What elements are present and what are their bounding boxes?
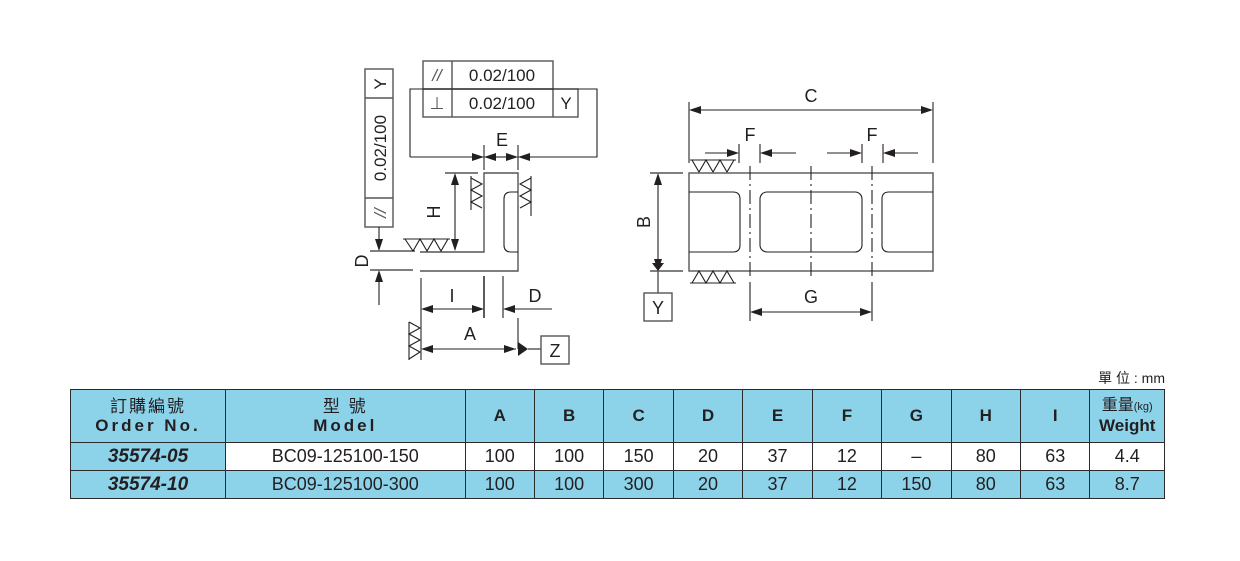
unit-label: 單 位 : mm	[1098, 370, 1165, 386]
technical-drawing: // 0.02/100 ⊥ 0.02/100 Y E Y 0.02/100	[352, 60, 934, 365]
cell-f: 12	[811, 442, 883, 471]
dimension-label-f: F	[867, 125, 878, 145]
header-c: C	[603, 389, 674, 443]
cell-d: 20	[672, 470, 744, 499]
dimension-label-a: A	[464, 324, 476, 344]
cell-c: 300	[603, 470, 674, 499]
tolerance-frame-perpendicular: ⊥ 0.02/100 Y	[422, 88, 579, 118]
cell-e: 37	[742, 470, 813, 499]
table-row: 35574-05 BC09-125100-150 100 100 150 20 …	[70, 442, 1165, 471]
cell-c: 150	[603, 442, 674, 471]
cell-i: 63	[1020, 442, 1091, 471]
perpendicularity-icon: ⊥	[430, 94, 445, 113]
datum-label: Y	[560, 94, 571, 113]
front-view: C F F B	[634, 86, 934, 322]
header-e: E	[742, 389, 813, 443]
dimension-label-d: D	[352, 255, 372, 268]
dimension-label-b: B	[634, 216, 654, 228]
datum-box-y: Y	[643, 292, 673, 322]
cell-g: 150	[881, 470, 952, 499]
dimension-label-d: D	[529, 286, 542, 306]
cell-weight: 4.4	[1089, 442, 1165, 471]
cell-b: 100	[533, 470, 605, 499]
dimension-label-i: I	[449, 286, 454, 306]
cell-g: –	[881, 442, 952, 471]
dimension-label-f: F	[745, 125, 756, 145]
header-weight: 重量(kg) Weight	[1089, 389, 1165, 443]
dimension-label-h: H	[424, 206, 444, 219]
cell-b: 100	[533, 442, 605, 471]
cell-i: 63	[1020, 470, 1091, 499]
table-row: 35574-10 BC09-125100-300 100 100 300 20 …	[70, 470, 1165, 499]
header-d: D	[672, 389, 744, 443]
header-i: I	[1020, 389, 1091, 443]
cell-f: 12	[811, 470, 883, 499]
table-header-row: 訂購編號 Order No. 型 號 Model A B C D E F G H…	[70, 389, 1165, 443]
cell-h: 80	[950, 442, 1022, 471]
header-h: H	[950, 389, 1022, 443]
cell-weight: 8.7	[1089, 470, 1165, 499]
cell-d: 20	[672, 442, 744, 471]
header-b: B	[533, 389, 605, 443]
dimension-label-g: G	[804, 287, 818, 307]
cell-a: 100	[464, 442, 535, 471]
svg-text:Y: Y	[652, 298, 664, 318]
cell-model: BC09-125100-150	[224, 442, 466, 471]
cell-order-no: 35574-10	[70, 470, 226, 499]
header-model: 型 號 Model	[224, 389, 466, 443]
dimension-label-e: E	[496, 130, 508, 150]
parallelism-icon: //	[431, 66, 444, 85]
svg-text:Z: Z	[550, 341, 561, 361]
tolerance-value: 0.02/100	[371, 115, 390, 181]
tolerance-frame-parallel: // 0.02/100	[422, 60, 554, 90]
header-order-no: 訂購編號 Order No.	[70, 389, 226, 443]
cell-a: 100	[464, 470, 535, 499]
cell-h: 80	[950, 470, 1022, 499]
parallelism-icon: //	[371, 206, 390, 219]
dimension-label-c: C	[805, 86, 818, 106]
spec-table: 訂購編號 Order No. 型 號 Model A B C D E F G H…	[70, 389, 1165, 499]
header-g: G	[881, 389, 952, 443]
header-f: F	[811, 389, 883, 443]
tolerance-frame-vertical: Y 0.02/100 //	[364, 68, 394, 228]
datum-box-z: Z	[540, 335, 570, 365]
datum-label: Y	[371, 78, 390, 89]
side-view: // 0.02/100 ⊥ 0.02/100 Y E Y 0.02/100	[352, 60, 598, 365]
cell-e: 37	[742, 442, 813, 471]
cell-order-no: 35574-05	[70, 442, 226, 471]
header-a: A	[464, 389, 535, 443]
tolerance-value: 0.02/100	[469, 66, 535, 85]
cell-model: BC09-125100-300	[224, 470, 466, 499]
tolerance-value: 0.02/100	[469, 94, 535, 113]
